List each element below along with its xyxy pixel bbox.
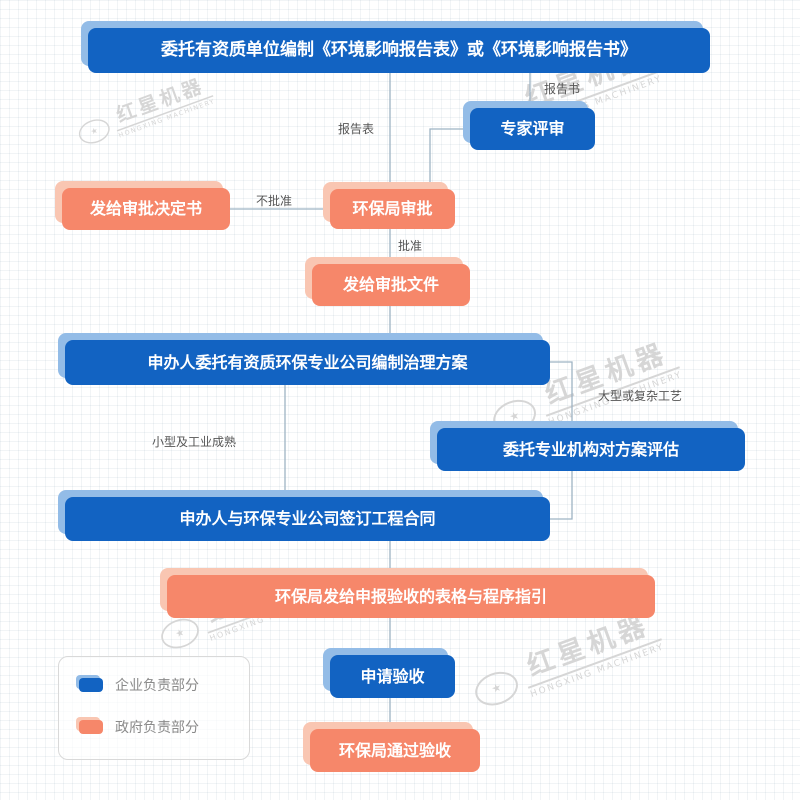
edge-label-small-mature: 小型及工业成熟 <box>152 435 237 449</box>
flow-node-issue-approval: 发给审批文件 <box>312 264 470 306</box>
edge-label-report-book: 报告书 <box>544 82 581 96</box>
edge-label-not-approved: 不批准 <box>256 194 293 208</box>
legend-government-swatch <box>79 720 103 734</box>
flow-node-pass-acceptance: 环保局通过验收 <box>310 729 480 772</box>
legend-government-label: 政府负责部分 <box>115 720 199 736</box>
flow-node-epb-approval: 环保局审批 <box>330 189 455 229</box>
flow-node-entrust-report: 委托有资质单位编制《环境影响报告表》或《环境影响报告书》 <box>88 28 710 73</box>
legend: 企业负责部分 政府负责部分 <box>58 656 250 760</box>
flow-node-expert-review: 专家评审 <box>470 108 595 150</box>
flow-node-issue-decision: 发给审批决定书 <box>62 188 230 230</box>
edge-label-approved: 批准 <box>398 239 423 253</box>
flow-node-entrust-plan: 申办人委托有资质环保专业公司编制治理方案 <box>65 340 550 385</box>
flow-node-apply-acceptance: 申请验收 <box>330 655 455 698</box>
edge-label-report-form: 报告表 <box>338 122 375 136</box>
legend-item-enterprise: 企业负责部分 <box>79 675 249 695</box>
edge-label-large-complex: 大型或复杂工艺 <box>598 389 683 403</box>
legend-enterprise-swatch <box>79 678 103 692</box>
legend-enterprise-label: 企业负责部分 <box>115 678 199 694</box>
flow-node-plan-evaluation: 委托专业机构对方案评估 <box>437 428 745 471</box>
flow-node-sign-contract: 申办人与环保专业公司签订工程合同 <box>65 497 550 541</box>
legend-item-government: 政府负责部分 <box>79 717 249 737</box>
flow-node-acceptance-guide: 环保局发给申报验收的表格与程序指引 <box>167 575 655 618</box>
